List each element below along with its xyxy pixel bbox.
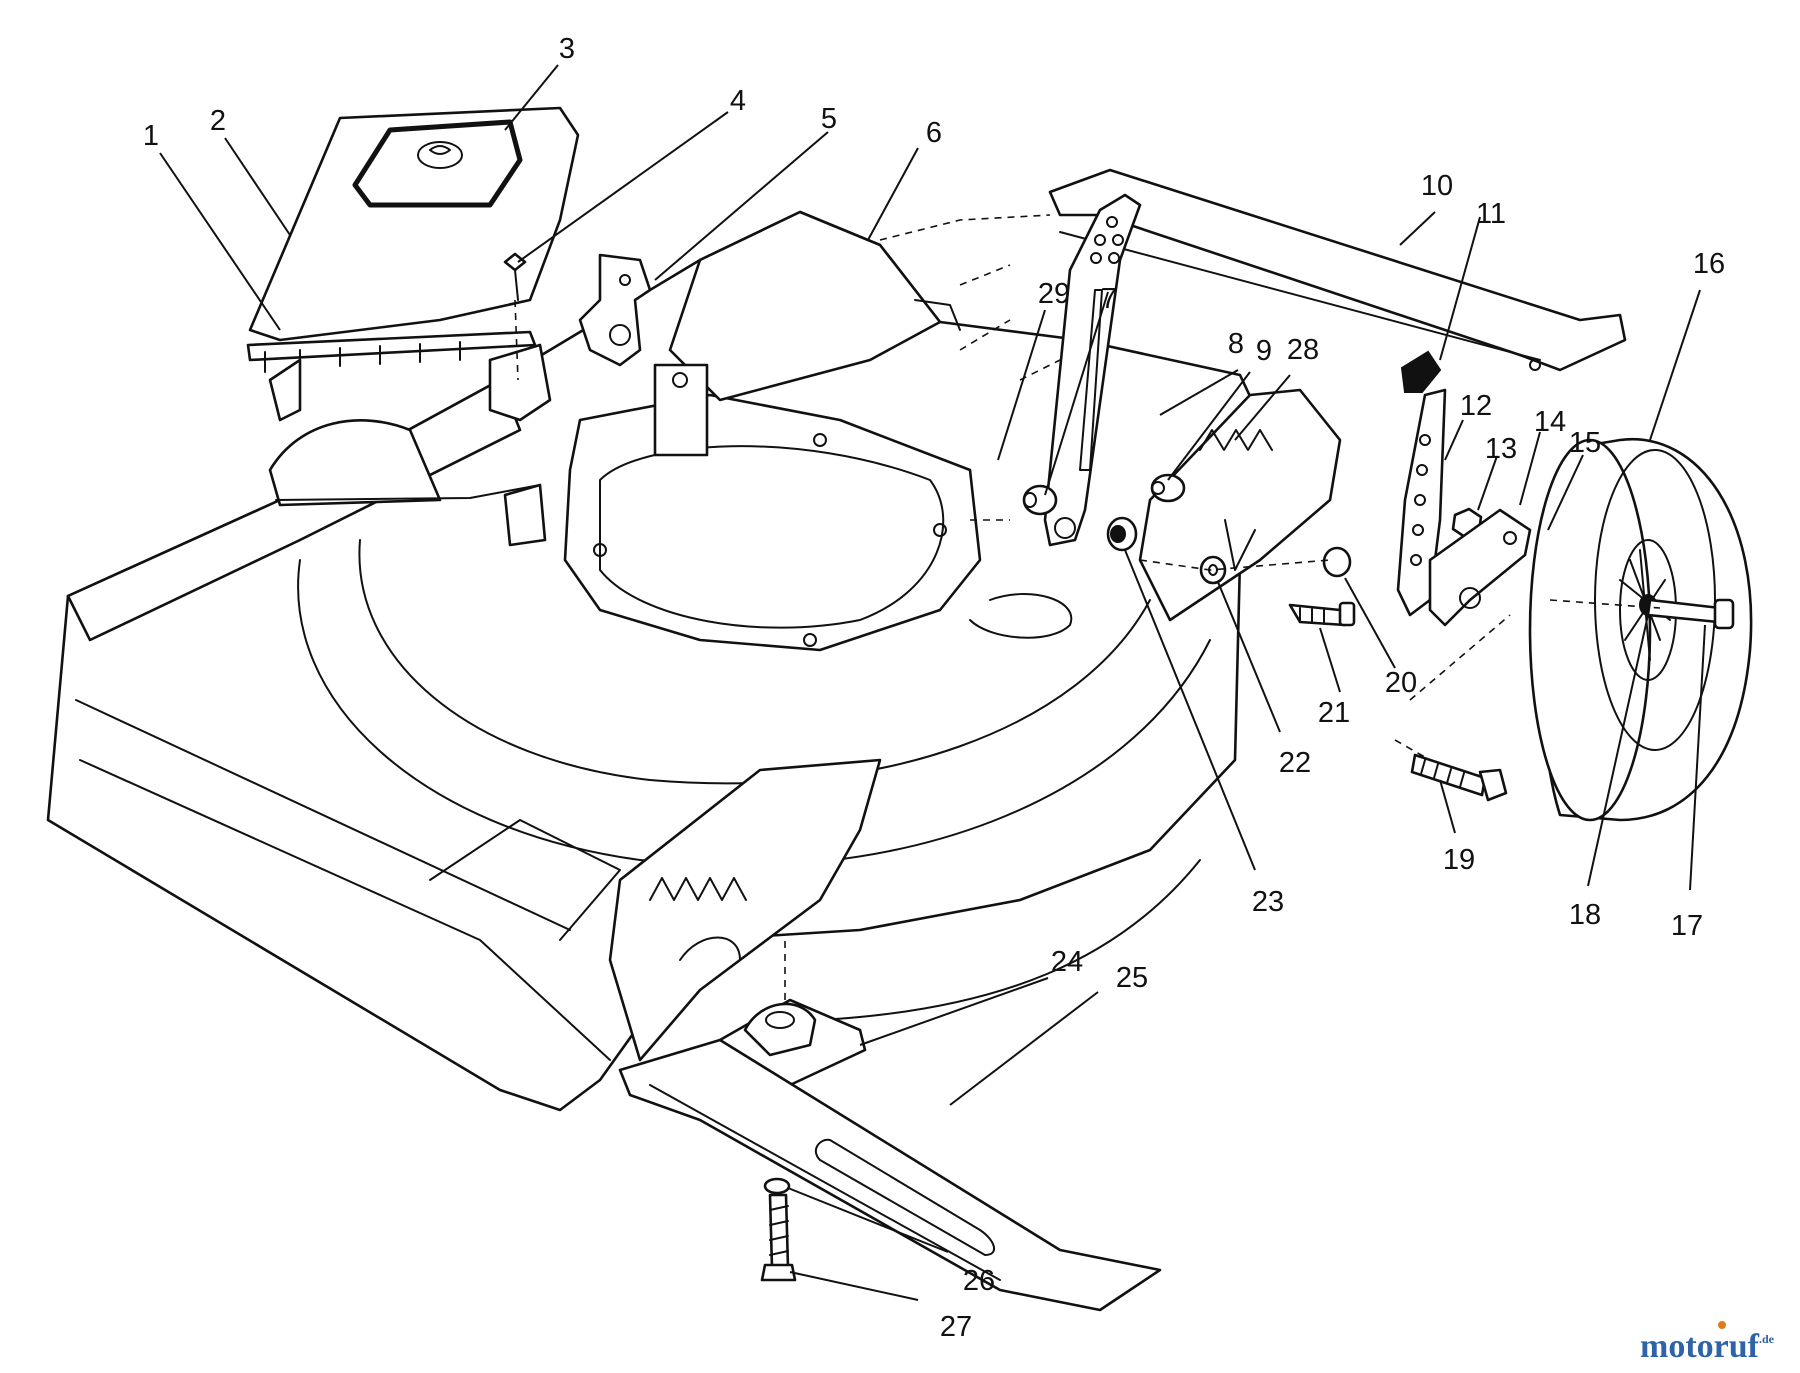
callout-labels: 1 2 3 4 5 6 7 8 9 10 11 12 13 14 15 16 1… [143, 33, 1725, 1343]
part-20-washer [1322, 546, 1352, 578]
leader-lines [159, 64, 1706, 1301]
rear-discharge-flap [268, 419, 547, 547]
callout-23: 23 [1252, 886, 1284, 918]
part-19-wheel-bolt [1410, 753, 1508, 802]
part-22-washer [1199, 555, 1227, 585]
callout-9: 9 [1256, 335, 1272, 367]
callout-6: 6 [926, 117, 942, 149]
callout-15: 15 [1569, 427, 1601, 459]
deck-front-wheel-bracket [608, 758, 882, 1062]
part-4-screw [503, 252, 527, 301]
callout-18: 18 [1569, 899, 1601, 931]
callout-26: 26 [963, 1265, 995, 1297]
part-27-blade-bolt [760, 1193, 797, 1282]
callout-17: 17 [1671, 910, 1703, 942]
callout-8: 8 [1228, 328, 1244, 360]
callout-1: 1 [143, 120, 159, 152]
discharge-door-hinge-rod [246, 330, 552, 422]
callout-3: 3 [559, 33, 575, 65]
mower-deck-housing [46, 210, 1282, 1112]
callout-16: 16 [1693, 248, 1725, 280]
callout-12: 12 [1460, 390, 1492, 422]
callout-4: 4 [730, 85, 746, 117]
callout-27: 27 [940, 1311, 972, 1343]
callout-14: 14 [1534, 406, 1566, 438]
callout-13: 13 [1485, 433, 1517, 465]
part-14-spacer-bracket [1428, 508, 1532, 627]
part-9-pivot-pin [1150, 473, 1186, 503]
part-8-height-adjust-arm [1043, 193, 1142, 547]
callout-24: 24 [1051, 946, 1083, 978]
part-7-bushing [1022, 484, 1058, 516]
part-11-knob [1400, 350, 1442, 393]
callout-5: 5 [821, 103, 837, 135]
part-23-bushing [1106, 516, 1138, 552]
callout-29: 29 [1038, 278, 1070, 310]
callout-21: 21 [1318, 697, 1350, 729]
part-25-blade [618, 1038, 1162, 1312]
watermark-logo: motoruf.de [1640, 1321, 1775, 1365]
part-21-bolt [1288, 601, 1356, 627]
callout-25: 25 [1116, 962, 1148, 994]
callout-20: 20 [1385, 667, 1417, 699]
callout-28: 28 [1287, 334, 1319, 366]
part-10-rear-baffle [1048, 168, 1627, 372]
watermark-dot [1718, 1321, 1726, 1329]
assembly-lines [514, 214, 1661, 1000]
callout-10: 10 [1421, 170, 1453, 202]
watermark-text: motoruf [1640, 1328, 1760, 1365]
callout-19: 19 [1443, 844, 1475, 876]
part-26-lockwasher [763, 1177, 791, 1195]
callout-2: 2 [210, 105, 226, 137]
discharge-cover [248, 106, 580, 342]
callout-7: 7 [1101, 283, 1117, 315]
part-5-bracket [578, 253, 652, 367]
callout-22: 22 [1279, 747, 1311, 779]
part-17-axle-bolt [1646, 598, 1735, 630]
watermark-suffix: .de [1759, 1332, 1775, 1346]
callout-11: 11 [1476, 198, 1506, 230]
svg-text:motoruf.de: motoruf.de [1640, 1328, 1775, 1365]
